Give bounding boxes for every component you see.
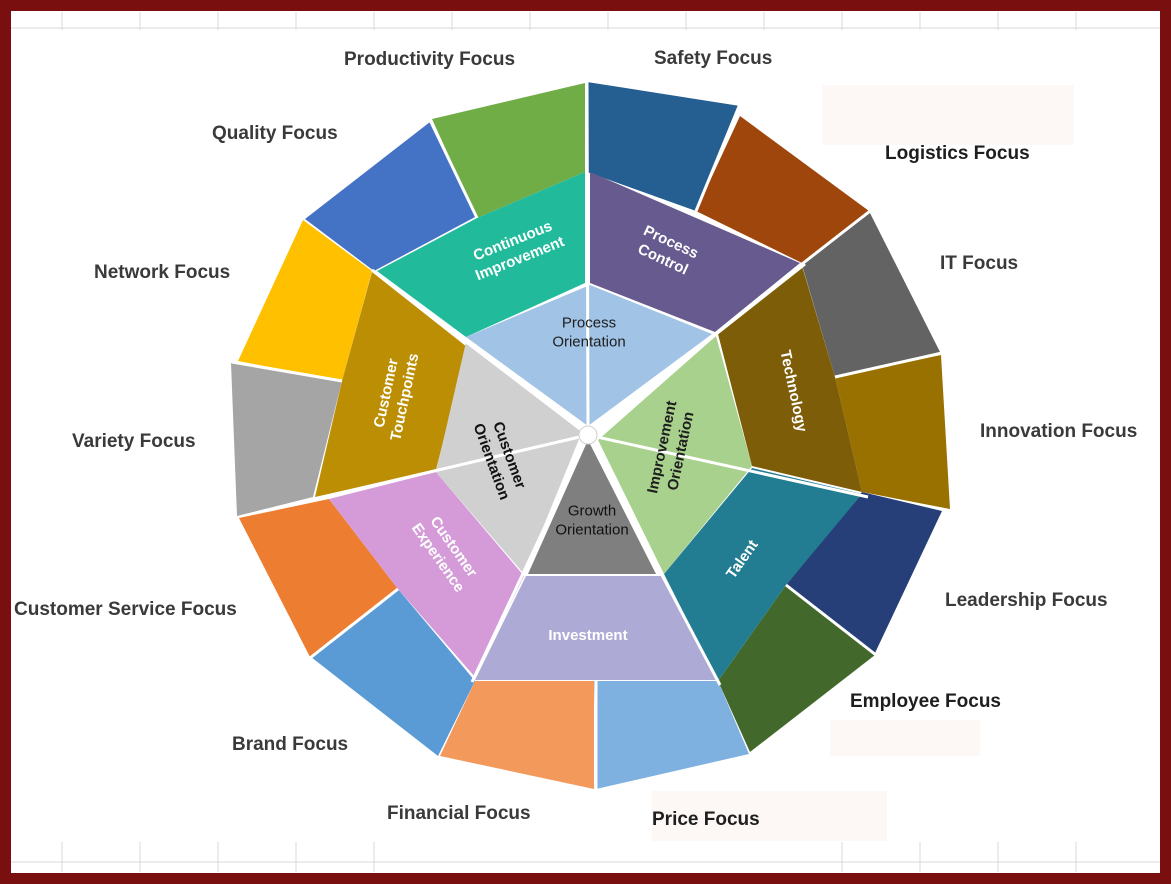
- outer-label-brand: Brand Focus: [232, 734, 349, 755]
- middle-segment-process-control: [590, 172, 800, 332]
- outer-label-variety: Variety Focus: [72, 431, 196, 452]
- middle-label-investment-line: Investment: [548, 627, 627, 644]
- outer-label-leadership: Leadership Focus: [945, 590, 1108, 611]
- outer-segment-it: [802, 213, 940, 377]
- outer-segment-logistics: [696, 116, 869, 263]
- outer-label-productivity: Productivity Focus: [344, 49, 516, 70]
- outer-label-employee: Employee Focus: [850, 691, 1001, 712]
- outer-segment-brand: [311, 589, 475, 756]
- outer-segment-price: [594, 681, 749, 789]
- outer-segment-innovation: [835, 355, 950, 509]
- middle-segment-customer-touchpoints: [315, 272, 467, 497]
- middle-segment-continuous-improvement: [377, 172, 585, 337]
- core-label-process-line: Process: [562, 315, 616, 332]
- outer-segment-network: [238, 220, 372, 381]
- outer-label-it: IT Focus: [940, 253, 1019, 274]
- middle-segment-investment: [475, 576, 716, 680]
- outer-segment-customer-service: [239, 499, 398, 657]
- outer-segment-employee: [718, 585, 875, 752]
- outer-segment-financial: [440, 681, 594, 789]
- middle-label-investment: Investment: [548, 627, 627, 644]
- core-label-process-line: Orientation: [552, 334, 625, 351]
- outer-segment-variety: [231, 363, 342, 516]
- blank-cell-box: [830, 720, 980, 756]
- core-segment-growth: [528, 440, 656, 574]
- wheel-hub: [578, 425, 598, 445]
- middle-segment-technology: [718, 266, 862, 492]
- outer-segment-productivity: [432, 83, 585, 218]
- outer-segment-safety: [587, 82, 740, 211]
- outer-label-innovation: Innovation Focus: [980, 421, 1138, 442]
- outer-segment-leadership: [786, 492, 942, 653]
- middle-segment-talent: [664, 468, 862, 681]
- blank-cell-box: [822, 85, 1074, 145]
- outer-label-financial: Financial Focus: [387, 803, 531, 824]
- outer-label-logistics: Logistics Focus: [885, 143, 1030, 164]
- core-label-growth-line: Growth: [568, 503, 616, 520]
- outer-label-price: Price Focus: [652, 809, 760, 830]
- outer-label-safety: Safety Focus: [654, 48, 773, 69]
- outer-label-customer-service: Customer Service Focus: [14, 599, 237, 620]
- core-label-growth-line: Orientation: [555, 522, 628, 539]
- outer-label-quality: Quality Focus: [212, 123, 338, 144]
- outer-label-network: Network Focus: [94, 262, 231, 283]
- middle-segment-customer-experience: [329, 472, 524, 677]
- core-segment-customer: [436, 342, 582, 574]
- outer-segment-quality: [305, 122, 477, 271]
- blank-cell-box: [652, 791, 887, 841]
